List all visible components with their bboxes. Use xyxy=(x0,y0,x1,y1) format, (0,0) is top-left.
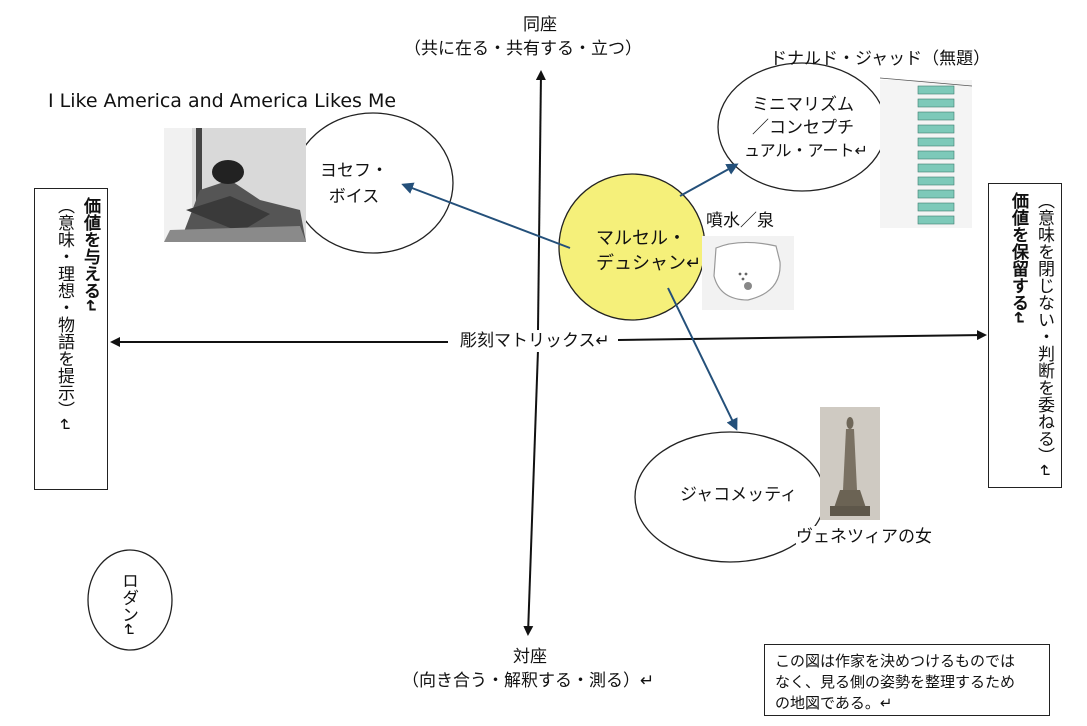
note-line3: の地図である。↵ xyxy=(775,694,893,712)
beuys-name-line2: ボイス xyxy=(328,187,380,207)
note-line1: この図は作家を決めつけるものでは xyxy=(775,652,1016,670)
horizontal-axis-right xyxy=(617,330,987,341)
bottom-axis-subtitle: （向き合う・解釈する・測る）↵ xyxy=(402,671,655,691)
vertical-axis-up xyxy=(535,70,546,331)
beuys-work-title: I Like America and America Likes Me xyxy=(48,90,397,112)
fountain-photo xyxy=(702,236,794,310)
right-box-description: （意味を閉じない・判断を委ねる）↵ xyxy=(1034,192,1054,479)
arrow-to-beuys xyxy=(401,182,571,249)
judd-text-line2: ／コンセプチ xyxy=(752,118,854,138)
arrow-to-judd xyxy=(679,163,739,197)
left-box-heading: 価値を与える↵ xyxy=(80,197,100,314)
beuys-name-line1: ヨセフ・ xyxy=(320,161,388,181)
beuys-ellipse xyxy=(292,112,454,254)
bottom-axis-title: 対座 xyxy=(513,647,547,667)
note-line2: なく、見る側の姿勢を整理するため xyxy=(775,673,1016,691)
judd-text-line1: ミニマリズム xyxy=(752,95,854,115)
vertical-axis-down xyxy=(523,349,539,636)
matrix-center-label: 彫刻マトリックス↵ xyxy=(456,330,614,352)
arrow-to-giacometti xyxy=(667,287,738,431)
rodin-name: ロダン↵ xyxy=(118,572,138,638)
top-axis-subtitle: （共に在る・共有する・立つ） xyxy=(404,39,642,59)
duchamp-name-line2: デュシャン↵ xyxy=(596,253,702,274)
giacometti-work-label: ヴェネツィアの女 xyxy=(796,526,932,548)
judd-text-line3: ュアル・アート↵ xyxy=(744,141,868,160)
top-axis-title: 同座 xyxy=(523,15,557,35)
left-box-description: （意味・理想・物語を提示）↵ xyxy=(54,197,74,433)
rodin-ellipse xyxy=(87,549,173,651)
right-value-box: （意味を閉じない・判断を委ねる）↵ 価値を保留する↵ xyxy=(988,183,1062,488)
beuys-photo xyxy=(164,128,306,242)
giacometti-photo xyxy=(820,407,880,520)
explanation-note: この図は作家を決めつけるものでは なく、見る側の姿勢を整理するため の地図である… xyxy=(764,644,1050,716)
left-value-box: 価値を与える↵ （意味・理想・物語を提示）↵ xyxy=(34,188,108,490)
judd-stack-image xyxy=(879,77,973,228)
duchamp-work-label: 噴水／泉 xyxy=(706,211,774,231)
duchamp-name-line1: マルセル・ xyxy=(596,228,686,249)
giacometti-name: ジャコメッティ xyxy=(680,485,798,505)
judd-work-title: ドナルド・ジャッド（無題） xyxy=(770,49,991,69)
right-box-heading: 価値を保留する↵ xyxy=(1008,192,1028,326)
